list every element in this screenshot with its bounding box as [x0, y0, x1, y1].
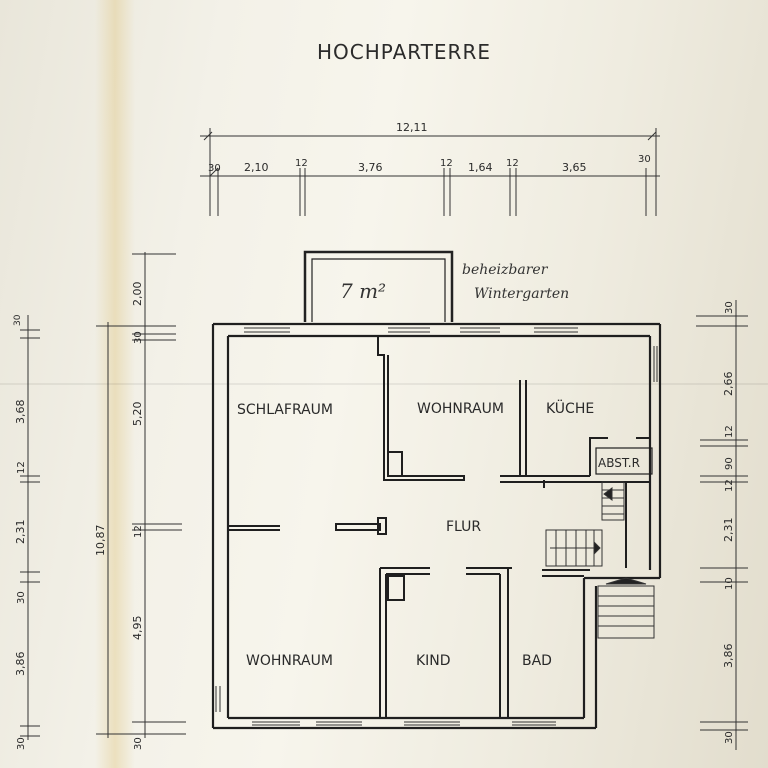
wintergarten-note-2: Wintergarten [474, 286, 569, 302]
left-inner-dim-4: 4,95 [131, 616, 144, 641]
room-label-wohnraum-bottom: WOHNRAUM [246, 653, 333, 669]
left-outer-dim-1: 12 [16, 461, 27, 474]
left-outer-dim-2: 2,31 [14, 520, 27, 545]
right-dim-5: 2,31 [722, 518, 735, 543]
left-inner-dim-0: 2,00 [131, 282, 144, 307]
room-label-kueche: KÜCHE [546, 399, 594, 417]
top-dim-6: 12 [506, 158, 519, 169]
left-outer-top: 30 [13, 314, 23, 326]
left-outer-dim-3: 30 [16, 591, 27, 604]
room-label-wohnraum-top: WOHNRAUM [417, 401, 504, 417]
wintergarten-note-1: beheizbarer [462, 262, 549, 278]
stairs [545, 481, 655, 639]
right-dim-6: 10 [724, 577, 735, 590]
room-label-schlafraum: SCHLAFRAUM [237, 402, 333, 418]
left-inner-dim-3: 12 [133, 525, 144, 538]
top-dim-7: 3,65 [562, 161, 587, 174]
paper-stain [95, 0, 135, 768]
left-outer-dim-5: 30 [16, 737, 27, 750]
left-total-dim: 10,87 [94, 525, 107, 557]
top-dim-1: 2,10 [244, 161, 269, 174]
wintergarten-bay [303, 250, 454, 322]
right-dim-8: 30 [724, 731, 735, 744]
left-outer-dimension-lines [20, 315, 40, 740]
top-dim-8: 30 [638, 154, 651, 165]
top-dim-0: 30 [208, 163, 221, 174]
windows [215, 327, 658, 726]
left-outer-dim-4: 3,86 [14, 652, 27, 677]
top-dim-3: 3,76 [358, 161, 383, 174]
top-dim-2: 12 [295, 158, 308, 169]
right-dim-2: 12 [724, 425, 735, 438]
left-inner-dimension-lines [96, 252, 186, 738]
room-label-abstr: ABST.R [598, 456, 640, 470]
left-inner-dim-1: 30 [133, 331, 144, 344]
page-title: HOCHPARTERRE [317, 40, 491, 64]
top-total-dim: 12,11 [396, 121, 428, 134]
interior-walls [228, 336, 653, 718]
right-dim-1: 2,66 [722, 372, 735, 397]
left-outer-dim-0: 3,68 [14, 400, 27, 425]
top-dimension-lines [200, 128, 660, 216]
right-dim-4: 12 [724, 479, 735, 492]
right-dimension-lines [696, 300, 748, 750]
right-dim-7: 3,86 [722, 644, 735, 669]
wintergarten-area: 7 m² [340, 279, 386, 303]
room-label-kind: KIND [416, 653, 451, 669]
right-dim-0: 30 [724, 301, 735, 314]
top-dim-4: 12 [440, 158, 453, 169]
left-inner-dim-2: 5,20 [131, 402, 144, 427]
room-label-flur: FLUR [446, 519, 481, 535]
left-inner-dim-5: 30 [133, 737, 144, 750]
top-dim-5: 1,64 [468, 161, 493, 174]
right-dim-3: 90 [724, 457, 735, 470]
room-label-bad: BAD [522, 653, 552, 669]
